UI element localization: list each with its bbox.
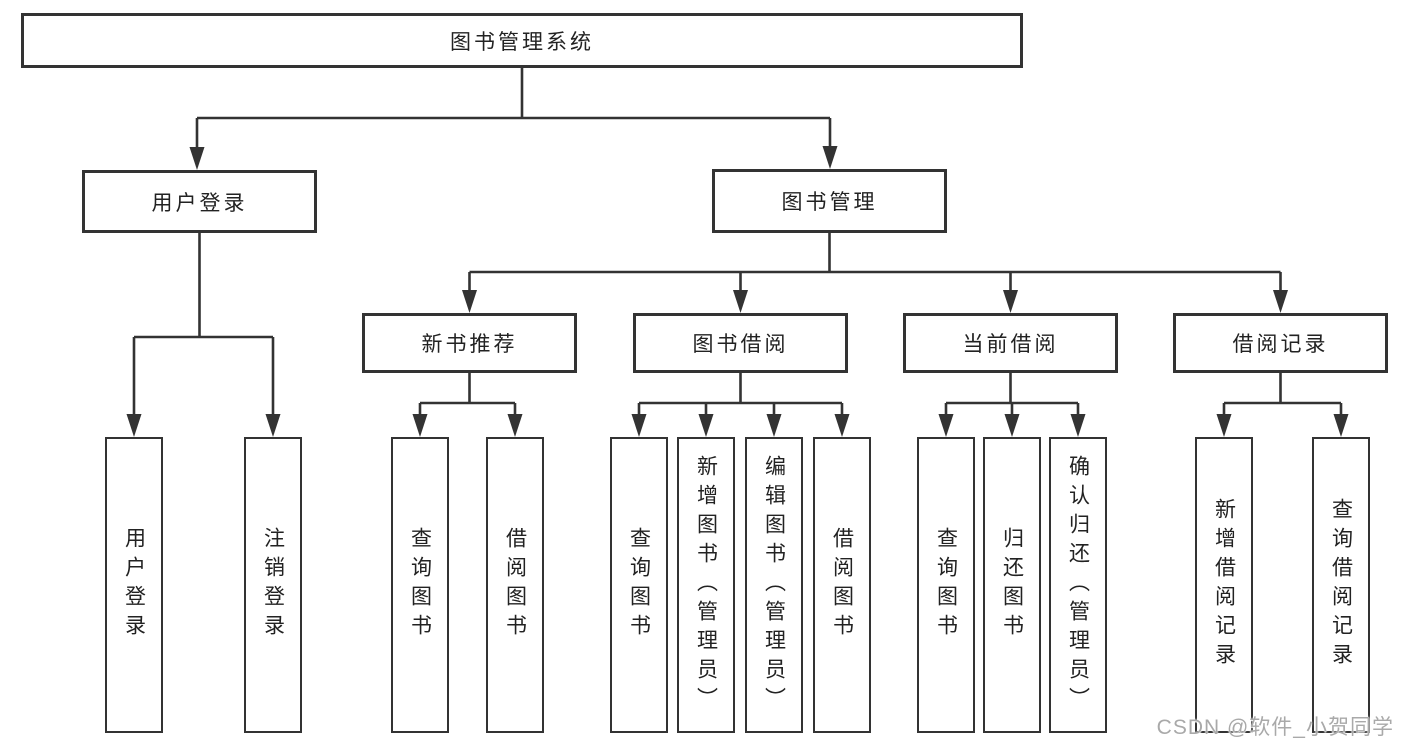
leaf-current-return-book-label: 归还图书: [1000, 527, 1024, 643]
leaf-borrow-borrow-book: 借阅图书: [813, 437, 871, 733]
leaf-record-query-record-label: 查询借阅记录: [1329, 498, 1353, 672]
leaf-borrow-query-book-label: 查询图书: [627, 527, 651, 643]
leaf-borrow-query-book: 查询图书: [610, 437, 668, 733]
leaf-borrow-borrow-book-label: 借阅图书: [830, 527, 854, 643]
leaf-recommend-borrow-book-label: 借阅图书: [503, 527, 527, 643]
leaf-logout: 注销登录: [244, 437, 302, 733]
watermark: CSDN @软件_小贺同学: [1156, 716, 1394, 739]
node-book-management: 图书管理: [712, 169, 947, 233]
leaf-current-query-book: 查询图书: [917, 437, 975, 733]
node-library-management-system: 图书管理系统: [21, 13, 1023, 68]
leaf-user-login: 用户登录: [105, 437, 163, 733]
leaf-current-return-book: 归还图书: [983, 437, 1041, 733]
leaf-borrow-add-book-admin-label: 新增图书（管理员）: [694, 454, 718, 716]
leaf-record-add-record: 新增借阅记录: [1195, 437, 1253, 733]
leaf-borrow-edit-book-admin: 编辑图书（管理员）: [745, 437, 803, 733]
leaf-logout-label: 注销登录: [261, 527, 285, 643]
leaf-recommend-query-book: 查询图书: [391, 437, 449, 733]
leaf-recommend-borrow-book: 借阅图书: [486, 437, 544, 733]
leaf-recommend-query-book-label: 查询图书: [408, 527, 432, 643]
leaf-user-login-label: 用户登录: [122, 527, 146, 643]
node-user-login: 用户登录: [82, 170, 317, 233]
leaf-record-add-record-label: 新增借阅记录: [1212, 498, 1236, 672]
leaf-borrow-edit-book-admin-label: 编辑图书（管理员）: [762, 454, 786, 716]
node-borrowing-records: 借阅记录: [1173, 313, 1388, 373]
leaf-current-query-book-label: 查询图书: [934, 527, 958, 643]
node-new-book-recommendation: 新书推荐: [362, 313, 577, 373]
node-current-borrowing: 当前借阅: [903, 313, 1118, 373]
leaf-current-confirm-return-admin-label: 确认归还（管理员）: [1066, 454, 1090, 716]
leaf-borrow-add-book-admin: 新增图书（管理员）: [677, 437, 735, 733]
leaf-record-query-record: 查询借阅记录: [1312, 437, 1370, 733]
node-book-borrowing: 图书借阅: [633, 313, 848, 373]
leaf-current-confirm-return-admin: 确认归还（管理员）: [1049, 437, 1107, 733]
